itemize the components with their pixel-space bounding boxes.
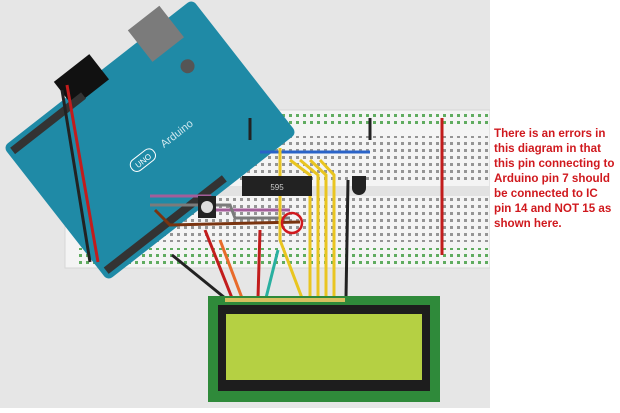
error-annotation: There is an errors in this diagram in th…	[494, 126, 620, 231]
breadboard-diagram: Arduino UNO 595	[0, 0, 491, 408]
annotation-line: this diagram in that	[494, 142, 601, 155]
annotation-line: pin 14 and NOT 15 as	[494, 202, 612, 215]
shift-register-ic: 595	[242, 176, 312, 196]
arduino-board: Arduino UNO	[5, 1, 295, 279]
annotation-line: There is an errors in	[494, 127, 606, 140]
annotation-line: this pin connecting to	[494, 157, 615, 170]
annotation-line: shown here.	[494, 217, 562, 230]
wires	[60, 84, 444, 300]
lcd-display	[208, 296, 440, 402]
ic-label: 595	[270, 183, 284, 192]
annotation-line: Arduino pin 7 should	[494, 172, 610, 185]
transistor	[352, 176, 366, 195]
annotation-line: be connected to IC	[494, 187, 598, 200]
error-highlight-circle	[280, 211, 304, 235]
potentiometer	[198, 196, 216, 218]
